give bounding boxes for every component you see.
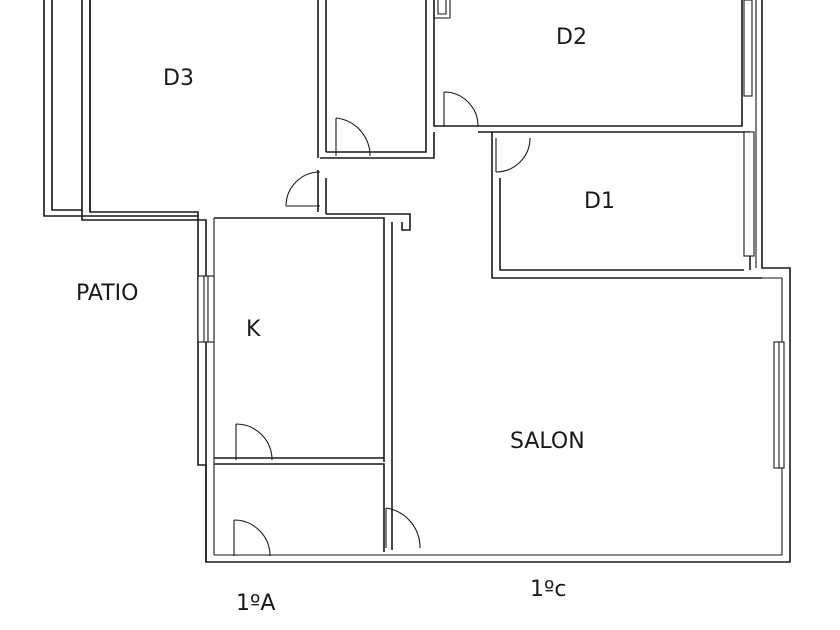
door-swings — [233, 91, 531, 557]
room-d2-walls — [433, 0, 757, 133]
balcony-strip — [43, 0, 83, 216]
room-k-walls — [197, 275, 393, 552]
salon-window — [773, 341, 785, 469]
room-label-d3: D3 — [163, 66, 194, 91]
room-d1-walls — [491, 0, 762, 279]
room-label-d2: D2 — [556, 25, 587, 50]
outer-walls — [43, 0, 791, 563]
unit-label-1a: 1ºA — [236, 591, 275, 616]
corridor-walls — [214, 213, 411, 510]
unit-label-1c: 1ºc — [530, 577, 566, 602]
room-label-salon: SALON — [510, 429, 585, 454]
closet-walls — [320, 0, 451, 159]
room-label-d1: D1 — [584, 189, 615, 214]
room-label-k: K — [246, 317, 261, 342]
room-d3-walls — [89, 0, 327, 214]
area-label-patio: PATIO — [76, 281, 138, 306]
